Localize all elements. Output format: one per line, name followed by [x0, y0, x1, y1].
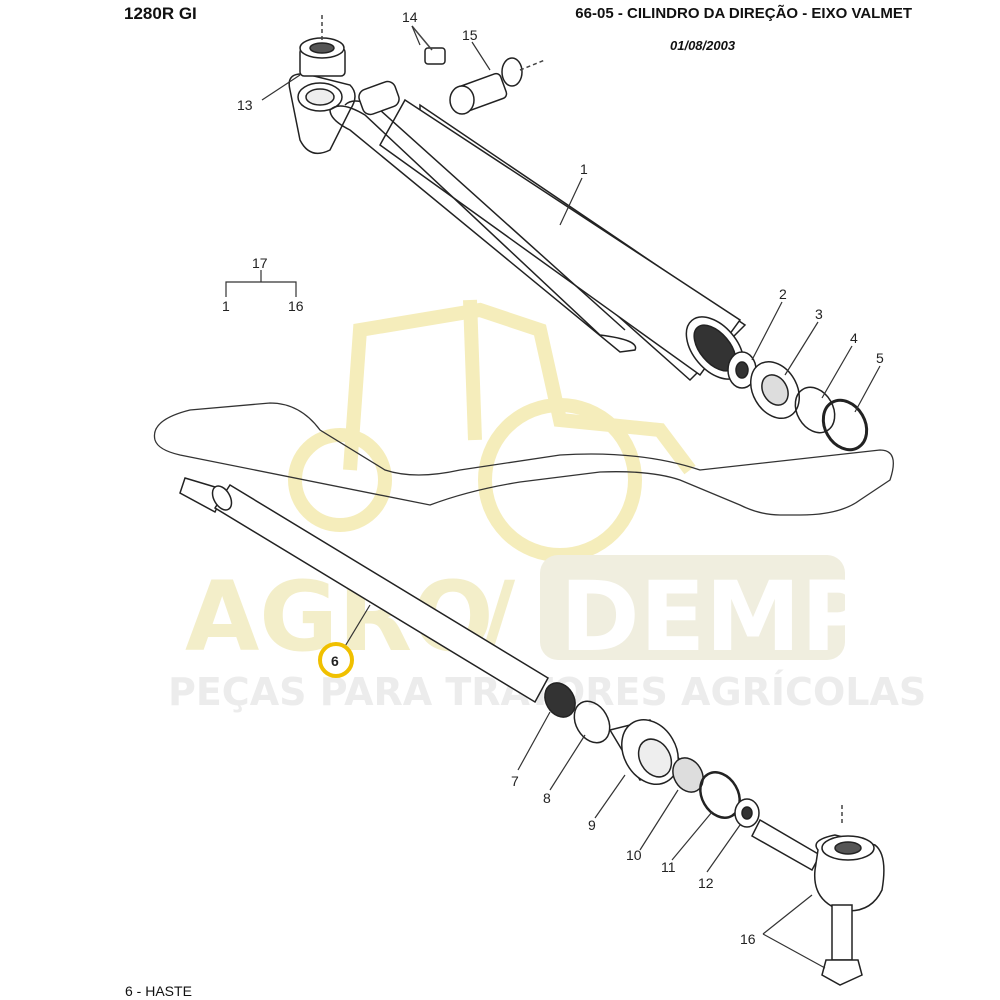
callout-8: 8 — [543, 790, 551, 806]
assembly-group-left: 1 — [222, 298, 230, 314]
callout-3: 3 — [815, 306, 823, 322]
callout-2: 2 — [779, 286, 787, 302]
callout-15: 15 — [462, 27, 478, 43]
model-title: 1280R GI — [124, 4, 197, 23]
highlight-ring — [318, 642, 354, 678]
ball-joint — [751, 805, 885, 986]
page-title: 66-05 - CILINDRO DA DIREÇÃO - EIXO VALME… — [575, 5, 912, 22]
cylinder-body — [288, 73, 747, 382]
callout-6: 6 — [331, 653, 339, 669]
exploded-parts-outline — [153, 402, 894, 516]
callout-16: 16 — [740, 931, 756, 947]
footer-caption: 6 - HASTE — [125, 983, 192, 999]
callout-5: 5 — [876, 350, 884, 366]
fitting-parts — [411, 25, 546, 115]
callout-13: 13 — [237, 97, 253, 113]
lower-seal-parts — [544, 682, 760, 828]
callout-10: 10 — [626, 847, 642, 863]
watermark-brand-right: DEMP — [560, 561, 871, 673]
callout-4: 4 — [850, 330, 858, 346]
watermark: AGRO / DEMP PEÇAS PARA TRATORES AGRÍCOLA… — [168, 299, 926, 714]
date-label: 01/08/2003 — [670, 38, 736, 53]
callout-12: 12 — [698, 875, 714, 891]
tractor-watermark-icon — [288, 299, 696, 562]
callout-1: 1 — [580, 161, 588, 177]
callout-11: 11 — [661, 859, 676, 875]
watermark-box — [540, 555, 845, 660]
callout-14: 14 — [402, 9, 418, 25]
callout-9: 9 — [588, 817, 596, 833]
upper-seal-parts — [727, 351, 869, 452]
assembly-group-label: 17 — [252, 255, 268, 271]
piston-rod — [179, 477, 549, 704]
callout-7: 7 — [511, 773, 519, 789]
bushing-part — [299, 15, 346, 77]
callouts: 1 2 3 4 5 6 7 8 9 10 11 12 13 14 15 16 1… — [222, 9, 884, 947]
leader-lines — [225, 25, 881, 969]
assembly-group-right: 16 — [288, 298, 304, 314]
